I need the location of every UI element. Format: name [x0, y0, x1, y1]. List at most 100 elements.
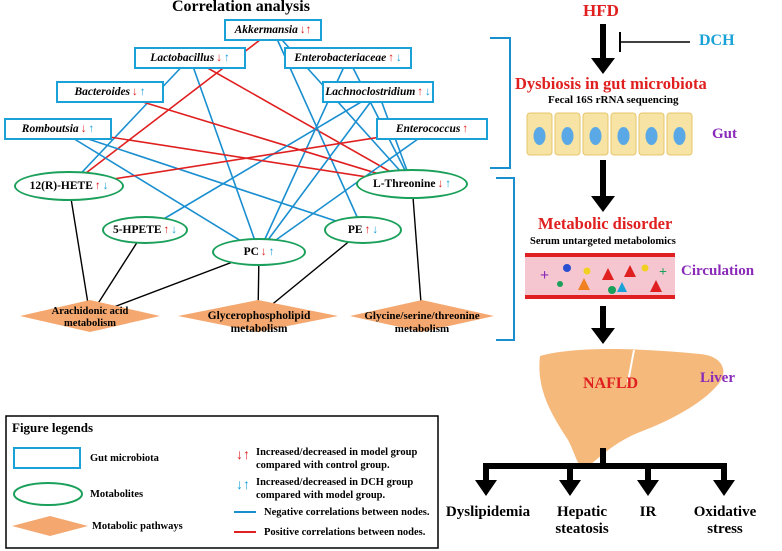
legend-negative-correlation: Negative correlations between nodes. — [264, 507, 430, 518]
pathway-glycine-label: Glycine/serine/threonine metabolism — [352, 310, 492, 336]
serum-metabolomics-label: Serum untargeted metabolomics — [530, 236, 676, 247]
fecal-sequencing-label: Fecal 16S rRNA sequencing — [548, 94, 679, 106]
outcome-hepatic-steatosis: Hepatic steatosis — [540, 504, 624, 538]
edge-rom-pe — [57, 128, 364, 231]
legend-positive-correlation: Positive correlations between nodes. — [264, 527, 426, 538]
pathway-line2: metabolism — [230, 323, 288, 335]
outcome-oxidative-stress: Oxidative stress — [682, 504, 768, 538]
legend-model-change: Increased/decreased in model group compa… — [256, 446, 417, 472]
model-change-arrows: ↑ — [462, 123, 469, 135]
node-label: PC — [243, 246, 259, 258]
hfd-arrow-head — [591, 58, 615, 74]
gut-cell-nucleus — [533, 127, 546, 145]
pathway-glycerophospholipid-label: Glycerophospholipid metabolism — [184, 310, 334, 336]
model-change-arrows: ↑ — [417, 86, 424, 98]
edge-thr-gst — [411, 183, 423, 317]
legend-line2: compared with control group. — [256, 460, 390, 471]
node-l-threonine: L-Threonine ↓↑ — [356, 169, 468, 199]
node-label: Lactobacillus — [150, 52, 215, 64]
node-label: Akkermansia — [234, 24, 298, 36]
node-label: Lachnoclostridium — [325, 86, 416, 98]
legend-diamond-symbol — [12, 516, 88, 536]
gut-cell-nucleus — [561, 127, 574, 145]
metabolite-particles: + + — [540, 264, 667, 294]
gut-cell-nucleus — [673, 127, 686, 145]
flow-graphics: + + — [5, 24, 735, 549]
legend-metabolites: Motabolites — [90, 489, 144, 500]
legend-red-arrows-icon: ↓↑ — [236, 448, 250, 463]
edge-entc-hete — [68, 128, 433, 187]
model-change-arrows: ↑ — [388, 52, 394, 64]
pathway-line2: metabolism — [394, 323, 450, 335]
gut-label: Gut — [712, 126, 738, 142]
legend-line1: Increased/decreased in model group — [256, 447, 418, 458]
node-enterococcus: Enterococcus ↑ — [376, 118, 488, 140]
node-label: 12(R)-HETE — [29, 180, 93, 192]
outcome-arrow-head — [713, 480, 735, 496]
node-lactobacillus: Lactobacillus ↓↑ — [134, 47, 246, 69]
node-enterobacteriaceae: Enterobacteriaceae ↑↓ — [284, 47, 412, 69]
node-pe: PE ↑↓ — [324, 216, 402, 244]
pathway-diamond-gst — [350, 300, 494, 332]
edge-lac-thr — [189, 57, 413, 185]
pathway-diamond-gly — [178, 300, 338, 332]
node-5-hpete: 5-HPETE ↑↓ — [102, 216, 188, 244]
dch-change-arrows: ↓ — [372, 224, 379, 236]
dch-change-arrows: ↑ — [445, 178, 451, 190]
liver-shape — [539, 349, 724, 469]
dch-change-arrows: ↓ — [425, 86, 431, 98]
edge-pe-gly — [257, 229, 364, 317]
pathway-diamond-ara — [20, 300, 160, 332]
legend-ellipse-symbol — [13, 482, 83, 506]
dch-label: DCH — [699, 32, 735, 49]
particle-yellow — [583, 267, 591, 275]
outcome-arrows — [475, 464, 735, 496]
edge-bac-thr — [109, 91, 413, 185]
node-akkermansia: Akkermansia ↓↑ — [224, 19, 322, 41]
outcome-line1: Dyslipidemia — [445, 504, 531, 520]
node-label: PE — [347, 224, 363, 236]
gut-bracket — [490, 37, 511, 169]
outcome-line2: stress — [707, 521, 743, 537]
legend-line2: compared with model group. — [256, 490, 386, 501]
pathway-line1: Arachidonic acid — [51, 306, 129, 317]
legend-dch-change: Increased/decreased in DCH group compare… — [256, 476, 413, 502]
edge-entc-pc — [258, 128, 433, 253]
model-change-arrows: ↓ — [132, 86, 138, 98]
pathway-arachidonic-label: Arachidonic acid metabolism — [22, 306, 158, 330]
dch-change-arrows: ↑ — [268, 246, 275, 258]
model-change-arrows: ↑ — [94, 180, 101, 192]
legend-title: Figure legends — [12, 420, 94, 435]
gut-epithelium — [526, 112, 693, 156]
legend-line1: Increased/decreased in DCH group — [256, 477, 414, 488]
node-bacteroides: Bacteroides ↓↑ — [56, 81, 164, 103]
circulation-label: Circulation — [681, 263, 755, 279]
gut-cell-nucleus — [645, 127, 658, 145]
outcome-line2: steatosis — [555, 521, 609, 537]
dch-change-arrows: ↓ — [395, 52, 402, 64]
dch-change-arrows: ↓ — [102, 180, 109, 192]
gut-cell-nucleus — [617, 127, 630, 145]
outcome-arrow-head — [475, 480, 497, 496]
edge-lach-pc — [258, 91, 379, 253]
metabolic-disorder-label: Metabolic disorder — [538, 214, 673, 233]
pathway-line2: metabolism — [64, 318, 116, 329]
node-label: Enterobacteriaceae — [294, 52, 387, 64]
pathway-line1: Glycerophospholipid — [207, 310, 311, 322]
diagram-title: Correlation analysis — [172, 0, 310, 15]
outcome-dyslipidemia: Dyslipidemia — [438, 504, 538, 521]
model-change-arrows: ↓↑ — [299, 24, 312, 36]
legend-pathways: Motabolic pathways — [92, 521, 183, 532]
legend-box-symbol — [13, 447, 81, 469]
legend-gut-microbiota: Gut microbiota — [90, 453, 159, 464]
pathway-layer — [20, 300, 494, 332]
legend-blue-arrows-icon: ↓↑ — [236, 478, 250, 493]
edge-lac-hete — [68, 57, 191, 187]
node-pc: PC ↓↑ — [212, 238, 306, 266]
hfd-label: HFD — [583, 1, 619, 20]
particle-yellow-2 — [641, 264, 649, 272]
particle-green — [557, 281, 563, 287]
particle-blue-star — [563, 264, 571, 272]
node-label: Enterococcus — [395, 123, 461, 135]
